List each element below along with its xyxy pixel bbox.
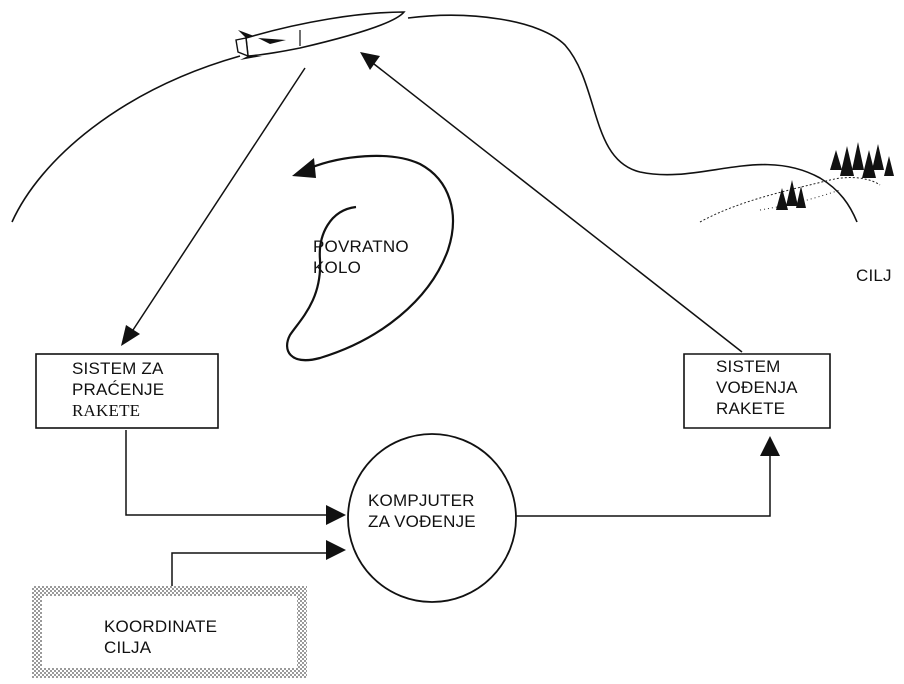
tracking-system-line3: RAKETE	[72, 401, 141, 420]
feedback-loop-arrowhead	[292, 158, 316, 178]
guidance-computer-label: KOMPJUTER ZA VOĐENJE	[368, 490, 476, 532]
guidance-system-box	[683, 353, 831, 429]
guidance-computer-circle	[347, 433, 517, 603]
guidance-system-line2: VOĐENJA	[716, 378, 798, 397]
tracking-to-computer-arrowhead	[326, 505, 346, 525]
tracking-arrow-line	[132, 67, 306, 331]
tracking-to-computer-line	[125, 430, 332, 516]
guidance-arrowhead	[360, 52, 380, 70]
missile-trajectory	[11, 55, 241, 223]
target-trajectory	[407, 14, 858, 223]
guidance-system-label: SISTEM VOĐENJA RAKETE	[716, 356, 798, 419]
tracking-system-line2: PRAĆENJE	[72, 380, 165, 399]
tracking-arrowhead	[121, 325, 140, 346]
tracking-system-label: SISTEM ZA PRAĆENJE RAKETE	[72, 358, 164, 421]
feedback-loop-label-line2: KOLO	[313, 258, 362, 277]
target-coordinates-label: KOORDINATE CILJA	[104, 616, 217, 658]
target-label: CILJ	[856, 266, 892, 285]
guidance-computer-line2: ZA VOĐENJE	[368, 512, 476, 531]
guidance-system-line3: RAKETE	[716, 399, 786, 418]
coordinates-to-computer-line	[171, 552, 332, 586]
coordinates-to-computer-arrowhead	[326, 540, 346, 560]
guidance-computer-line1: KOMPJUTER	[368, 491, 475, 510]
feedback-loop-label-line1: POVRATNO	[313, 237, 409, 256]
computer-to-guidance-line	[516, 452, 771, 517]
tracking-system-box	[35, 353, 219, 429]
feedback-loop-label: POVRATNO KOLO	[313, 236, 409, 278]
target-coordinates-box	[42, 596, 297, 668]
target-coordinates-line2: CILJA	[104, 638, 152, 657]
guidance-arrow-line	[373, 63, 743, 353]
target-coordinates-line1: KOORDINATE	[104, 617, 218, 636]
missile-icon	[235, 11, 406, 60]
feedback-loop-shape	[286, 154, 455, 362]
tracking-system-line1: SISTEM ZA	[72, 359, 164, 378]
guidance-system-line1: SISTEM	[716, 357, 781, 376]
computer-to-guidance-arrowhead	[760, 436, 780, 456]
target-terrain-icon	[699, 142, 894, 223]
